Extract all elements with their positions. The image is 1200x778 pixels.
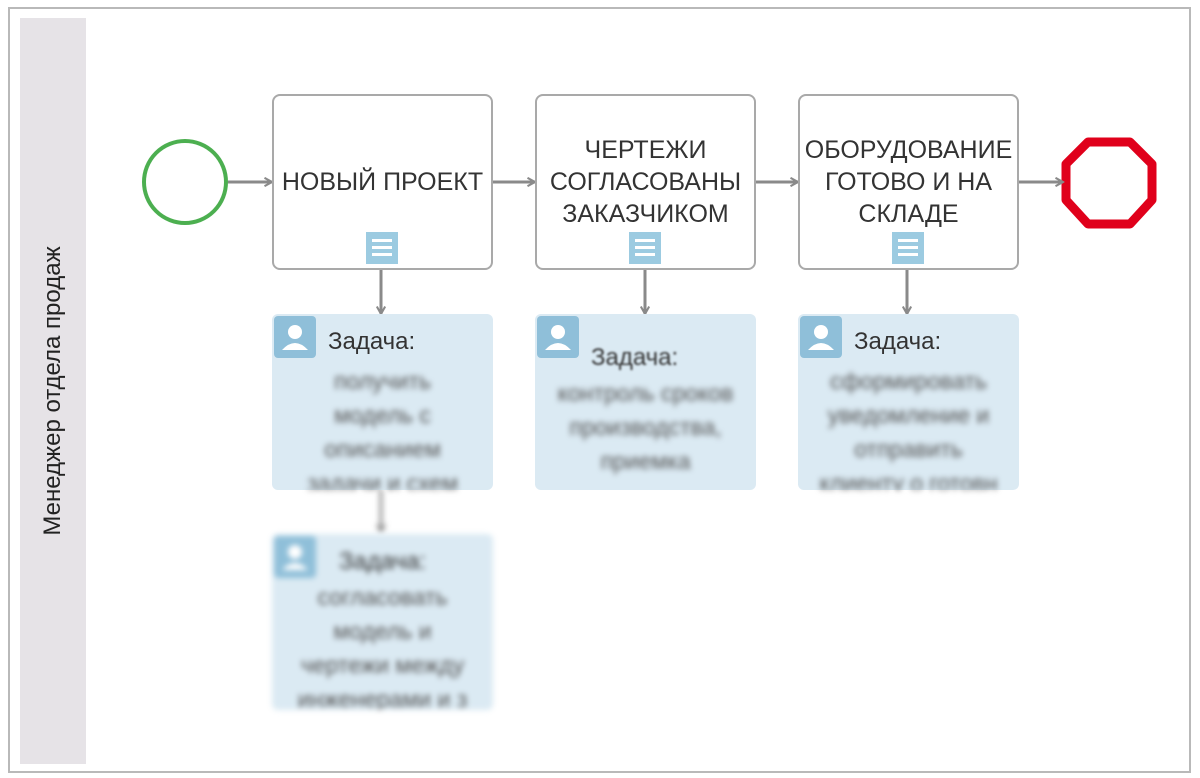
document-icon[interactable]: [366, 232, 398, 264]
card-text: получить модель с описанием задачи и схе…: [307, 368, 458, 490]
user-icon: [800, 316, 842, 358]
user-icon: [274, 536, 316, 578]
user-icon: [274, 316, 316, 358]
card-text: сформировать уведомление и отправить кли…: [819, 368, 998, 490]
card-heading: Задача:: [854, 328, 942, 355]
task-card[interactable]: Задача: сформировать уведомление и отпра…: [798, 314, 1019, 490]
task-label: ЧЕРТЕЖИ СОГЛАСОВАНЫ ЗАКАЗЧИКОМ: [549, 136, 742, 228]
card-heading: Задача:: [591, 344, 679, 371]
task-card[interactable]: Задача: получить модель с описанием зада…: [272, 314, 493, 490]
start-event[interactable]: [142, 139, 228, 225]
task-label: ОБОРУДОВАНИЕ ГОТОВО И НА СКЛАДЕ: [804, 136, 1013, 228]
card-text: контроль сроков производства, приемка: [557, 380, 734, 474]
card-heading: Задача:: [328, 328, 416, 355]
card-text: согласовать модель и чертежи между инжен…: [297, 584, 468, 710]
task-card[interactable]: Задача: согласовать модель и чертежи меж…: [272, 534, 493, 710]
task-card[interactable]: Задача: контроль сроков производства, пр…: [535, 314, 756, 490]
document-icon[interactable]: [892, 232, 924, 264]
card-heading: Задача:: [338, 548, 427, 575]
user-icon: [537, 316, 579, 358]
swimlane-header: [20, 18, 86, 764]
end-event[interactable]: [1061, 137, 1157, 229]
document-icon[interactable]: [629, 232, 661, 264]
task-label: НОВЫЙ ПРОЕКТ: [281, 168, 484, 196]
